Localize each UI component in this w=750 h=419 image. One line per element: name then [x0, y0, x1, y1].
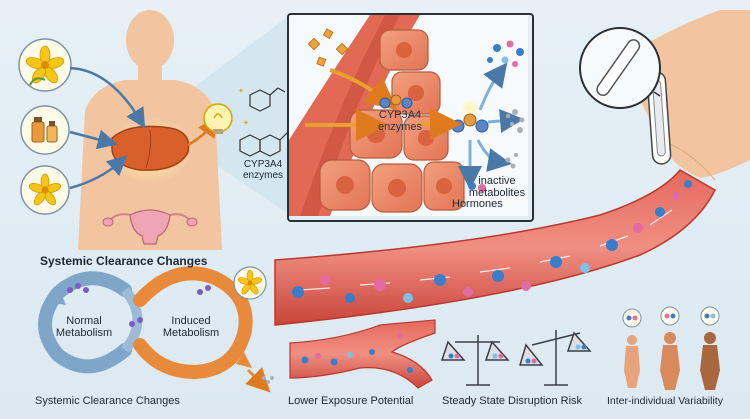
normal-metabolism-label: Normal Metabolism: [55, 315, 113, 339]
arrow-bottles-to-liver: [69, 129, 118, 150]
metabolism-cycle: [38, 266, 274, 393]
flower-badge-icon: [233, 266, 267, 300]
st-johns-wort-flower-icon: [18, 38, 72, 92]
blood-vessel: [274, 169, 716, 326]
balance-scale-icons: [440, 330, 592, 386]
lower-exposure-caption: Lower Exposure Potential: [288, 395, 414, 407]
systemic-clearance-heading: Systemic Clearance Changes: [40, 254, 208, 268]
systemic-clearance-caption: Systemic Clearance Changes: [35, 395, 180, 407]
inactive-metabolites-label: inactive metabolites: [468, 175, 526, 199]
molecule-structure-icon: [239, 87, 289, 157]
inter-individual-caption: Inter-individual Variability: [607, 395, 723, 407]
svg-text:✦: ✦: [243, 119, 249, 127]
cyp-enzymes-inset-label: CYP3A4 enzymes: [377, 109, 423, 133]
induced-metabolism-label: Induced Metabolism: [162, 315, 220, 339]
cyp-enzymes-label: CYP3A4 enzymes: [242, 159, 283, 181]
arrow-flower2-to-liver: [69, 155, 128, 190]
small-vessel-icon: [289, 319, 436, 389]
implant-magnified-icon: [579, 27, 661, 109]
arrow-flower-to-liver: [69, 66, 146, 129]
steady-state-caption: Steady State Disruption Risk: [442, 395, 583, 407]
supplement-bottles-icon: [20, 105, 70, 155]
lightbulb-icon: [203, 103, 233, 134]
flower-small-icon: [20, 165, 70, 215]
inset-panel: [287, 13, 534, 222]
liver-icon: [106, 116, 194, 184]
uterus-icon: [102, 209, 198, 245]
people-figures-icon: [622, 306, 720, 390]
hormones-label: Hormones: [452, 198, 503, 210]
svg-text:✦: ✦: [238, 87, 244, 95]
inset-panel-art: [289, 15, 528, 216]
